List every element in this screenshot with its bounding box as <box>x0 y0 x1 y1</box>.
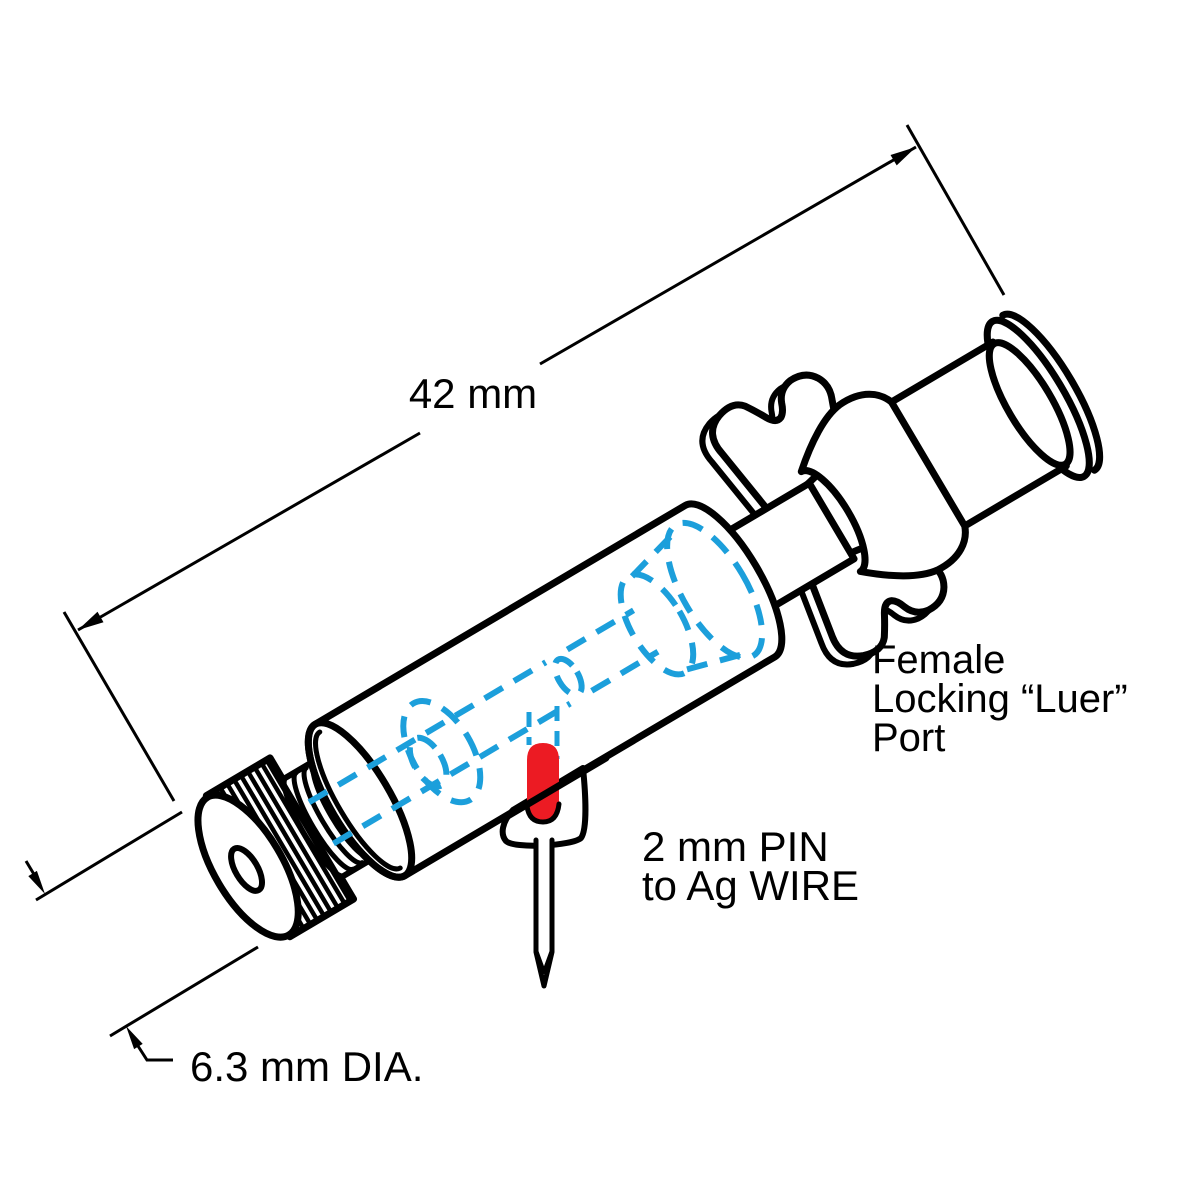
pin-collar-inner-rim <box>524 801 562 825</box>
wing-upper <box>709 371 845 516</box>
callout-labels: Female Locking “Luer” Port 2 mm PIN to A… <box>642 638 1128 909</box>
device-assembly <box>194 310 1104 989</box>
pin-hidden-lines <box>526 706 560 759</box>
diameter-arrowhead-upper <box>28 870 45 894</box>
diameter-tangent-line-upper <box>35 810 183 902</box>
port-label-line2: Locking “Luer” <box>872 677 1128 721</box>
dim-line-right-segment <box>539 145 917 366</box>
dimension-diameter: 6.3 mm DIA. <box>24 810 423 1090</box>
pin-label-line2: to Ag WIRE <box>642 862 859 909</box>
barrel-edge-over-pin <box>502 754 610 821</box>
electrode-pin <box>499 706 610 989</box>
luer-port-face <box>985 339 1074 469</box>
pin-shaft <box>533 837 555 989</box>
arrowhead-right <box>890 147 916 166</box>
length-dimension-text: 42 mm <box>409 370 537 417</box>
pin-tip-chevron <box>534 948 554 974</box>
hub-cone <box>797 390 969 580</box>
dim-line-left-segment <box>77 431 421 632</box>
arrowhead-left <box>78 611 104 630</box>
extension-line-right <box>905 124 1006 296</box>
extension-line-left <box>62 611 176 802</box>
diameter-dimension-text: 6.3 mm DIA. <box>190 1043 423 1090</box>
barrel-mouth-inner-rim <box>313 729 403 872</box>
diameter-tangent-line-lower <box>109 945 259 1038</box>
pin-red-contact <box>527 743 559 823</box>
diameter-leader-line <box>136 1045 173 1062</box>
port-label-line3: Port <box>872 716 945 760</box>
pin-label: 2 mm PIN to Ag WIRE <box>642 823 859 909</box>
luer-port-label: Female Locking “Luer” Port <box>872 638 1128 760</box>
diameter-arrowhead-lower <box>126 1026 143 1050</box>
pin-label-line1: 2 mm PIN <box>642 823 829 870</box>
cap-face-hole <box>228 845 265 894</box>
dimension-length: 42 mm <box>62 124 1006 802</box>
barrel-mouth-rim <box>304 719 416 881</box>
port-label-line1: Female <box>872 638 1005 682</box>
